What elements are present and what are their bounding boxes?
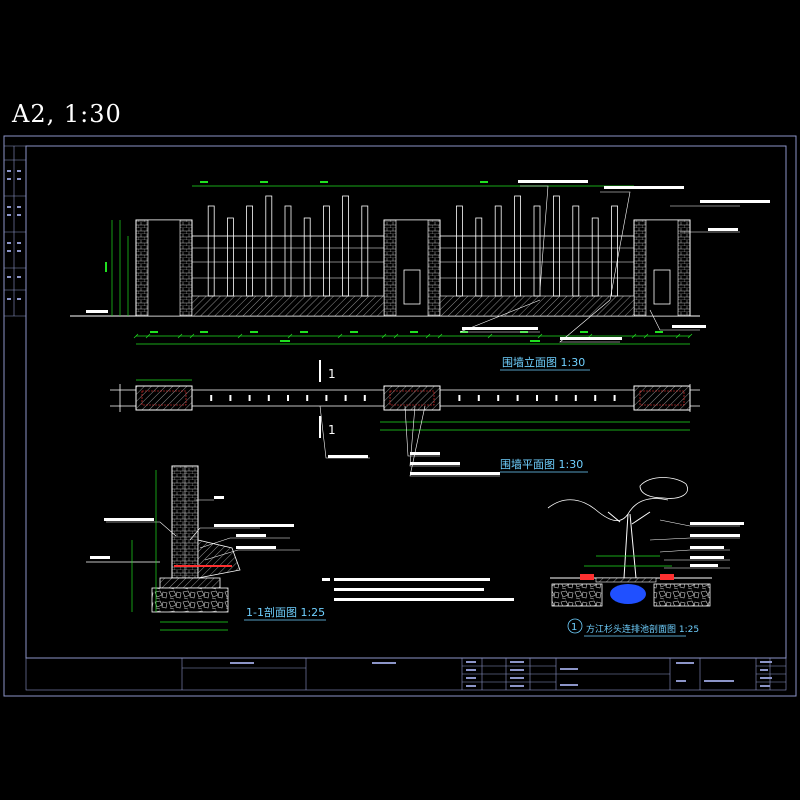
dimension-tick — [675, 333, 681, 339]
dimension-tick — [133, 333, 139, 339]
fence-post — [303, 217, 311, 297]
plan-post — [363, 395, 366, 401]
fence-post — [533, 205, 541, 297]
fence-post — [591, 217, 599, 297]
plan-post — [458, 395, 461, 401]
plan-post — [306, 395, 309, 401]
dimension-tick — [177, 333, 183, 339]
fence-post — [475, 217, 483, 297]
tree-pit-number: 1 — [571, 622, 577, 633]
plan-dimensions — [136, 379, 690, 431]
dimension-tick — [393, 333, 399, 339]
fence-post — [342, 195, 350, 297]
plan-post — [613, 395, 616, 401]
fence-post — [455, 205, 463, 297]
fence-post — [494, 205, 502, 297]
elevation-dimension-values — [105, 181, 663, 342]
fence-post — [611, 205, 618, 297]
left-revision-strip — [4, 145, 26, 317]
dimension-tick — [425, 333, 431, 339]
plan-title: 围墙平面图 1:30 — [500, 457, 583, 471]
fence-post — [226, 217, 234, 297]
dimension-tick — [687, 333, 693, 339]
elevation-dimensions — [111, 185, 693, 345]
elevation-callouts — [459, 185, 740, 343]
dimension-tick — [643, 333, 649, 339]
dimension-tick — [287, 333, 293, 339]
fence-post — [265, 195, 273, 297]
fence-post — [361, 205, 369, 297]
elevation-title: 围墙立面图 1:30 — [502, 355, 585, 369]
dimension-tick — [631, 333, 637, 339]
fence-post — [284, 205, 292, 297]
plan-post — [497, 395, 500, 401]
elevation-callout-text-placeholders — [462, 180, 770, 340]
dimension-tick — [189, 333, 195, 339]
title-block-text-placeholders — [230, 661, 772, 687]
section-title: 1-1剖面图 1:25 — [246, 605, 325, 619]
fence-post — [514, 195, 521, 297]
dimension-tick — [537, 333, 543, 339]
tree-pit-section-drawing — [547, 477, 744, 607]
plan-post — [344, 395, 347, 401]
dimension-tick — [337, 333, 343, 339]
plan-post — [574, 395, 577, 401]
dimension-tick — [381, 333, 387, 339]
fence-post — [322, 205, 330, 297]
title-block — [25, 657, 787, 691]
dimension-tick — [487, 333, 493, 339]
general-notes — [322, 578, 514, 601]
tree-pit-title: 方江杉头连排池剖面图 1:25 — [586, 623, 699, 635]
plan-post — [287, 395, 289, 401]
plan-post — [516, 395, 519, 401]
fence-post — [572, 205, 580, 297]
plan-post — [267, 395, 270, 401]
sheet-scale-label: A2, 1:30 — [12, 100, 122, 128]
wall-elevation-drawing — [70, 195, 700, 317]
section-marker-top: 1 — [328, 367, 336, 381]
plan-callout-text-placeholders — [328, 452, 500, 475]
plan-post — [477, 395, 480, 401]
plan-post — [555, 395, 558, 401]
plan-post — [229, 395, 232, 401]
dimension-tick — [145, 333, 151, 339]
fence-post — [553, 195, 560, 297]
plan-post — [248, 395, 251, 401]
sheet-outer-frame — [3, 135, 797, 697]
section-1-1-drawing — [86, 465, 300, 631]
plan-post — [210, 395, 213, 401]
section-cut-marker: 1 1 — [319, 360, 336, 438]
fence-post — [246, 205, 254, 297]
section-marker-bottom: 1 — [328, 423, 336, 437]
plan-callouts — [319, 405, 500, 477]
plan-post — [325, 395, 328, 401]
fence-post — [207, 205, 215, 297]
dimension-tick — [437, 333, 443, 339]
plan-post — [594, 395, 597, 401]
tree-pit-title-group: 1 方江杉头连排池剖面图 1:25 — [567, 618, 699, 637]
plan-post — [536, 395, 538, 401]
dimension-tick — [237, 333, 243, 339]
